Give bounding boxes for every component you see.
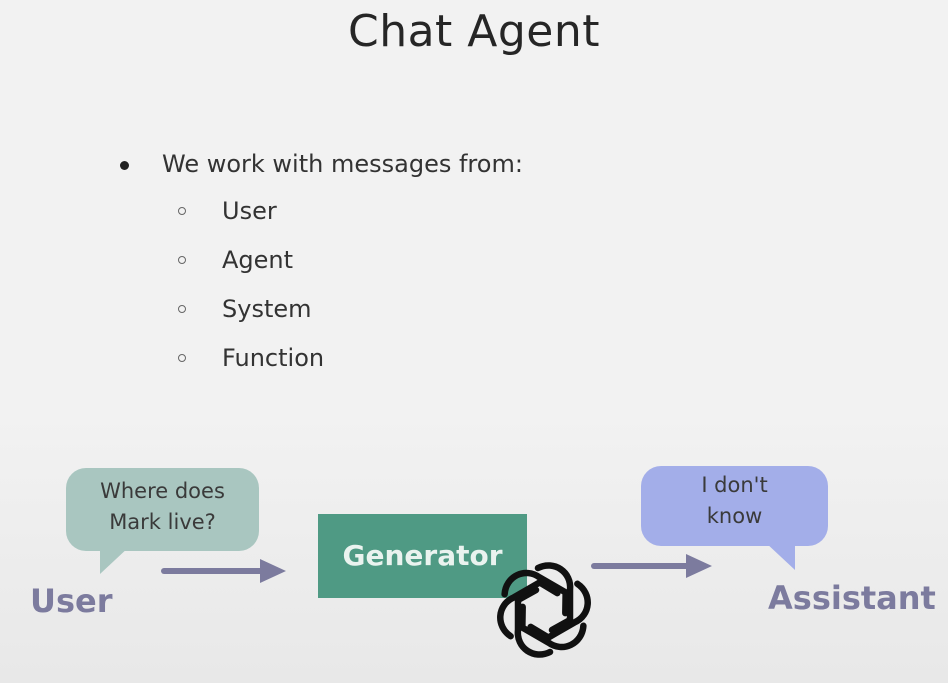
assistant-message-line-1: I don't [701,473,768,497]
arrow-right-icon [161,559,286,583]
slide-title: Chat Agent [347,6,601,57]
speech-tail-icon [100,546,130,574]
sub-bullet-label: Agent [222,246,294,274]
hollow-bullet-icon [178,207,186,215]
hollow-bullet-icon [178,256,186,264]
bullet-item: We work with messages from: [118,146,523,186]
generator-box: Generator [318,514,527,598]
user-message-line-1: Where does [100,479,225,503]
sub-bullet-list: User Agent System Function [176,193,523,389]
speech-tail-icon [765,542,795,570]
hollow-bullet-icon [178,354,186,362]
sub-bullet-item-user: User [176,193,523,242]
bullet-text: We work with messages from: [162,150,523,178]
sub-bullet-label: Function [222,344,325,372]
hollow-bullet-icon [178,305,186,313]
sub-bullet-item-function: Function [176,340,523,389]
assistant-message-bubble: I don't know [641,466,828,570]
assistant-message-line-2: know [706,504,763,528]
sub-bullet-item-agent: Agent [176,242,523,291]
bullet-list: We work with messages from: User Agent S… [118,146,523,389]
sub-bullet-label: System [222,295,312,323]
sub-bullet-label: User [222,197,277,225]
user-message-bubble: Where does Mark live? [66,468,259,574]
assistant-role-label: Assistant [768,579,936,617]
sub-bullet-item-system: System [176,291,523,340]
arrow-right-icon [591,554,712,578]
user-message-line-2: Mark live? [109,510,216,534]
bullet-dot-icon [120,161,129,170]
user-role-label: User [30,582,113,620]
openai-logo-icon [497,562,591,658]
